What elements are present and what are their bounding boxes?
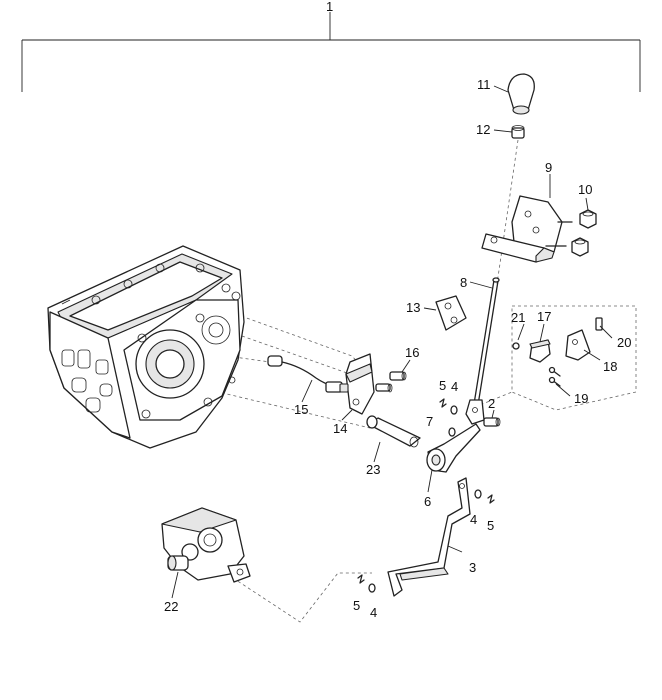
shift-arm (426, 423, 481, 473)
callout-6: 6 (424, 494, 431, 509)
callout-4-middle: 4 (470, 512, 477, 527)
callout-5-upper: 5 (439, 378, 446, 393)
callout-1: 1 (326, 0, 333, 14)
callout-10: 10 (578, 182, 592, 197)
nut-10 (571, 209, 597, 257)
callout-17: 17 (537, 309, 551, 324)
pivot-pin (366, 415, 421, 448)
pin-2 (483, 417, 501, 427)
lever-bracket (481, 195, 573, 263)
shift-lever-rod (465, 277, 500, 425)
callout-4-lower: 4 (370, 605, 377, 620)
callout-19: 19 (574, 391, 588, 406)
callout-7: 7 (426, 414, 433, 429)
bolt-16 (375, 371, 407, 393)
gearbox-unit (161, 507, 251, 583)
assembly-guide-lines (197, 139, 637, 623)
callout-13: 13 (406, 300, 420, 315)
callout-8: 8 (460, 275, 467, 290)
callout-12: 12 (476, 122, 490, 137)
callout-4-upper: 4 (451, 379, 458, 394)
sensor-cable (267, 355, 349, 393)
callout-11: 11 (477, 77, 491, 92)
shift-knob (507, 73, 535, 115)
linkage-rod (387, 477, 471, 597)
callout-23: 23 (366, 462, 380, 477)
callout-5-lower: 5 (353, 598, 360, 613)
callout-18: 18 (603, 359, 617, 374)
callout-9: 9 (545, 160, 552, 175)
mounting-bracket (345, 353, 375, 415)
callout-22: 22 (164, 599, 178, 614)
transmission-housing (47, 245, 245, 449)
nut-12 (511, 125, 525, 139)
callout-5-middle: 5 (487, 518, 494, 533)
assembly-bracket (21, 12, 641, 92)
callout-21: 21 (511, 310, 525, 325)
callout-16: 16 (405, 345, 419, 360)
leader-lines (171, 85, 613, 599)
small-clips-washers (357, 398, 495, 593)
callout-14: 14 (333, 421, 347, 436)
callout-20: 20 (617, 335, 631, 350)
callout-2: 2 (488, 396, 495, 411)
callout-3: 3 (469, 560, 476, 575)
gasket-plate (435, 295, 467, 331)
detail-switch-group (512, 317, 603, 387)
callout-15: 15 (294, 402, 308, 417)
callout-labels: 1 11 12 9 10 8 13 21 17 20 16 18 5 4 19 … (164, 0, 631, 620)
